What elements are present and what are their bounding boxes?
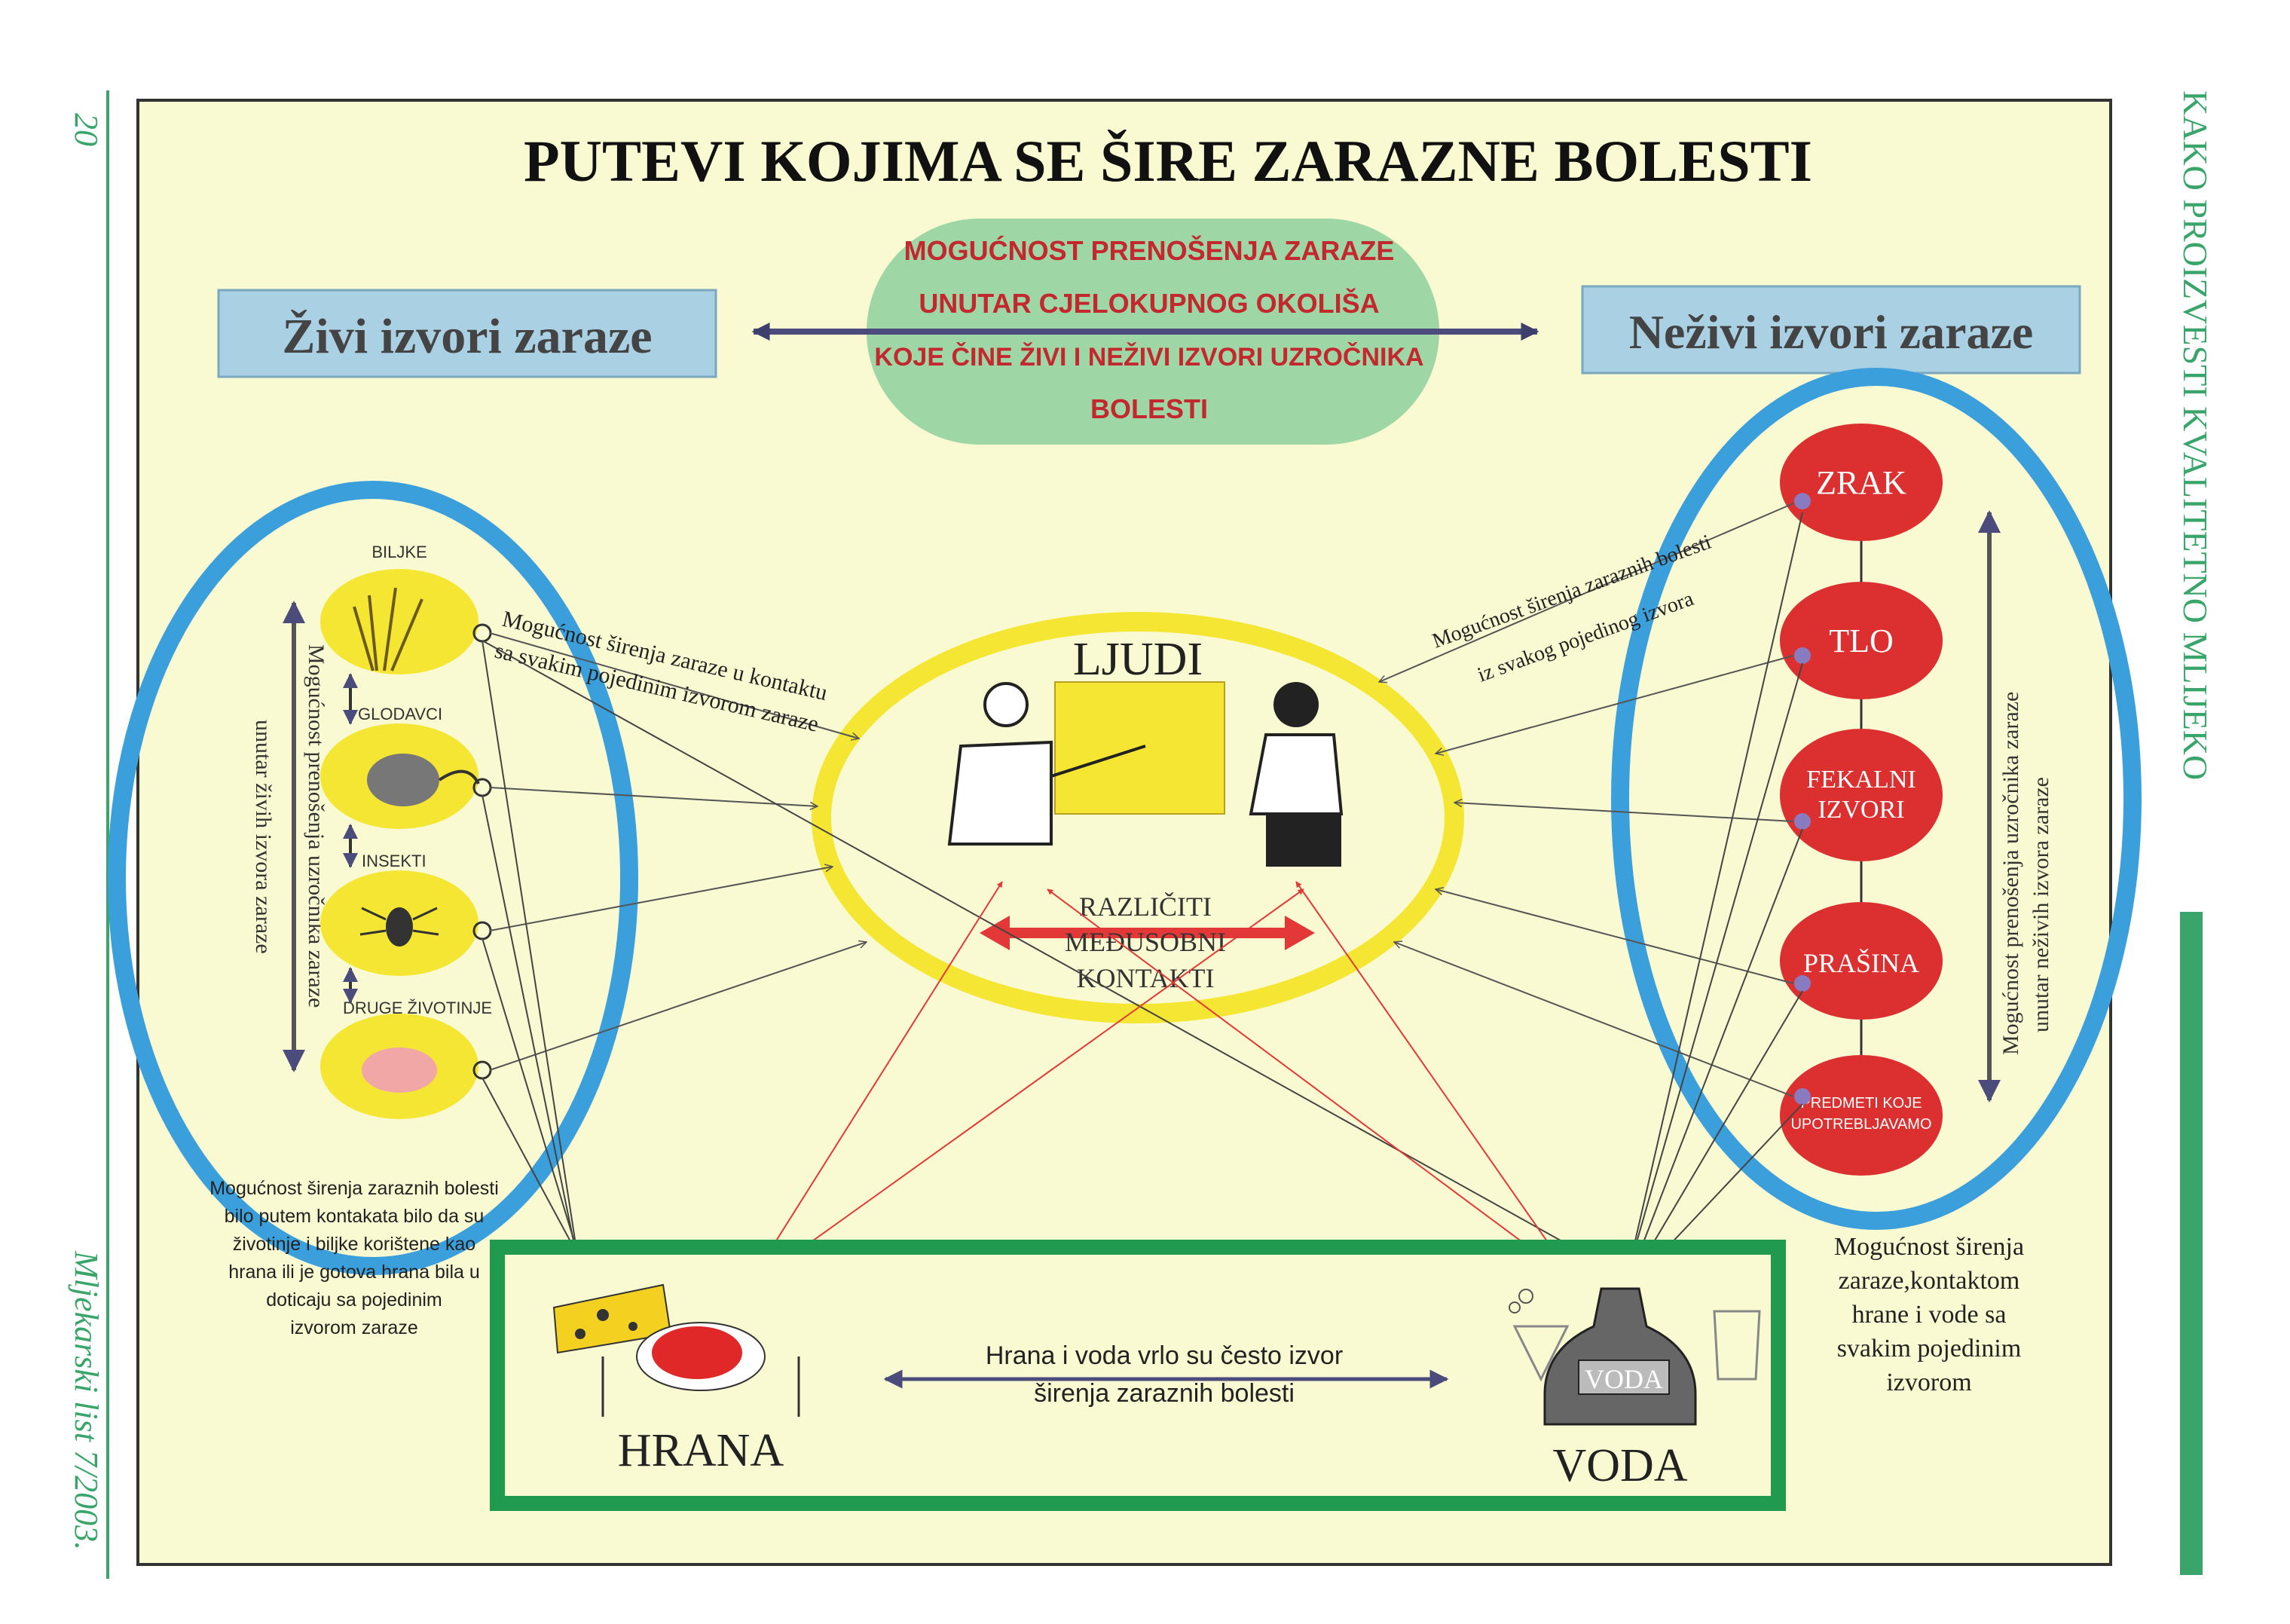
living-vertical-label-2: unutar živih izvora zaraze — [251, 720, 276, 954]
living-sources-header: Živi izvori zaraze — [217, 289, 717, 378]
insects-label: INSEKTI — [362, 852, 427, 870]
contacts-line-3: KONTAKTI — [1076, 963, 1214, 993]
left-margin: 20 Mljekarski list 7/2003. — [68, 90, 109, 1579]
diagram-title: PUTEVI KOJIMA SE ŠIRE ZARAZNE BOLESTI — [524, 128, 1812, 194]
living-sources-header-box — [217, 289, 717, 378]
water-icon — [1509, 1287, 1761, 1426]
sources-to-food-arrows — [482, 512, 1803, 1274]
bottle-label: VODA — [1585, 1364, 1663, 1394]
air-label: ZRAK — [1816, 464, 1906, 501]
left-note-line-2: bilo putem kontakata bilo da su — [225, 1206, 485, 1227]
soil-circle — [1780, 582, 1943, 699]
food-label: HRANA — [618, 1425, 784, 1476]
oval-line-1: MOGUĆNOST PRENOŠENJA ZARAZE — [904, 234, 1395, 266]
food-water-box: HRANA VODA VODA Hrana i voda vrlo su čes… — [490, 1240, 1786, 1511]
section-color-bar — [2180, 912, 2203, 1575]
food-water-caption-2: širenja zaraznih bolesti — [1034, 1379, 1295, 1408]
nonliving-sources-group: Mogućnost prenošenja uzročnika zaraze un… — [1611, 368, 2142, 1230]
man-figure-icon — [947, 682, 1146, 846]
nonliving-sources-ring — [1611, 368, 2142, 1230]
contacts-line-1: RAZLIČITI — [1079, 892, 1212, 922]
nonliving-sources-title: Neživi izvori zaraze — [1629, 305, 2034, 359]
mouse-icon — [367, 754, 439, 806]
dust-circle — [1780, 902, 1943, 1020]
right-margin: KAKO PROIZVESTI KVALITETNO MLIJEKO — [2176, 90, 2215, 1575]
living-sources-title: Živi izvori zaraze — [282, 309, 652, 364]
left-note-line-1: Mogućnost širenja zaraznih bolesti — [209, 1178, 499, 1199]
oval-line-4: BOLESTI — [1090, 393, 1208, 424]
food-water-caption-1: Hrana i voda vrlo su često izvor — [986, 1341, 1343, 1370]
people-title: LJUDI — [1073, 634, 1203, 685]
page-number: 20 — [68, 113, 105, 146]
living-sources-ring — [108, 481, 638, 1275]
food-icon — [552, 1283, 800, 1417]
nonliving-sources-header-box — [1581, 285, 2081, 375]
oval-line-2: UNUTAR CJELOKUPNOG OKOLIŠA — [919, 287, 1379, 319]
living-sources-group: Mogućnost prenošenja uzročnika zaraze un… — [108, 481, 638, 1275]
dust-label: PRAŠINA — [1803, 948, 1919, 978]
air-connector — [1794, 493, 1811, 509]
nonliving-to-people-arrows — [1379, 503, 1794, 1097]
section-title: KAKO PROIZVESTI KVALITETNO MLIJEKO — [2176, 90, 2215, 780]
nonliving-vertical-label-2: unutar neživih izvora zaraze — [2029, 777, 2053, 1032]
food-water-to-people-arrows — [745, 881, 1576, 1289]
soil-label: TLO — [1829, 622, 1894, 659]
contacts-arrow-right — [1285, 916, 1315, 950]
left-note: Mogućnost širenja zaraznih bolesti bilo … — [209, 1178, 499, 1338]
air-circle — [1780, 424, 1943, 541]
animals-label: DRUGE ŽIVOTINJE — [343, 999, 492, 1017]
mouse-tail-icon — [438, 769, 480, 784]
plants-label: BILJKE — [371, 543, 427, 561]
insect-icon — [386, 907, 413, 947]
objects-connector — [1794, 1088, 1811, 1105]
left-note-line-4: hrana ili je gotova hrana bila u — [228, 1262, 480, 1283]
right-note-line-1: Mogućnost širenja — [1834, 1233, 2024, 1261]
plants-circle — [320, 569, 478, 674]
people-ring — [812, 612, 1464, 1023]
dust-connector — [1794, 975, 1811, 992]
water-label: VODA — [1552, 1440, 1687, 1491]
woman-figure-icon — [1249, 682, 1344, 867]
living-vertical-label-1: Mogućnost prenošenja uzročnika zaraze — [304, 644, 329, 1008]
soil-connector — [1794, 647, 1811, 664]
objects-circle — [1780, 1055, 1943, 1176]
fecal-connector — [1794, 813, 1811, 830]
living-to-people-arrows — [489, 632, 867, 1071]
pig-icon — [362, 1047, 437, 1093]
people-group: LJUDI RAZLIČITI MEĐUSOBNI KONTAKTI — [812, 612, 1464, 1023]
journal-name: Mljekarski list 7/2003. — [68, 1250, 105, 1550]
contacts-line-2: MEĐUSOBNI — [1065, 927, 1226, 957]
contacts-arrow-left — [980, 916, 1010, 950]
right-note-line-2: zaraze,kontaktom — [1839, 1267, 2020, 1295]
rodents-label: GLODAVCI — [358, 705, 442, 723]
right-note-line-3: hrane i vode sa — [1852, 1301, 2007, 1329]
right-note: Mogućnost širenja zaraze,kontaktom hrane… — [1834, 1233, 2024, 1396]
right-note-line-4: svakim pojedinim — [1837, 1335, 2022, 1363]
nonliving-vertical-label-1: Mogućnost prenošenja uzročnika zaraze — [1998, 692, 2023, 1055]
insect-legs-icon — [359, 907, 439, 936]
oval-line-3: KOJE ČINE ŽIVI I NEŽIVI IZVORI UZROČNIKA — [874, 342, 1423, 372]
nonliving-sources-header: Neživi izvori zaraze — [1581, 285, 2081, 375]
wheat-icon — [353, 587, 423, 671]
fecal-circle — [1780, 729, 1943, 861]
left-note-line-3: životinje i biljke korištene kao — [233, 1234, 475, 1255]
left-note-line-6: izvorom zaraze — [290, 1317, 418, 1338]
right-note-line-5: izvorom — [1886, 1369, 1971, 1396]
left-note-line-5: doticaju sa pojedinim — [266, 1289, 442, 1311]
